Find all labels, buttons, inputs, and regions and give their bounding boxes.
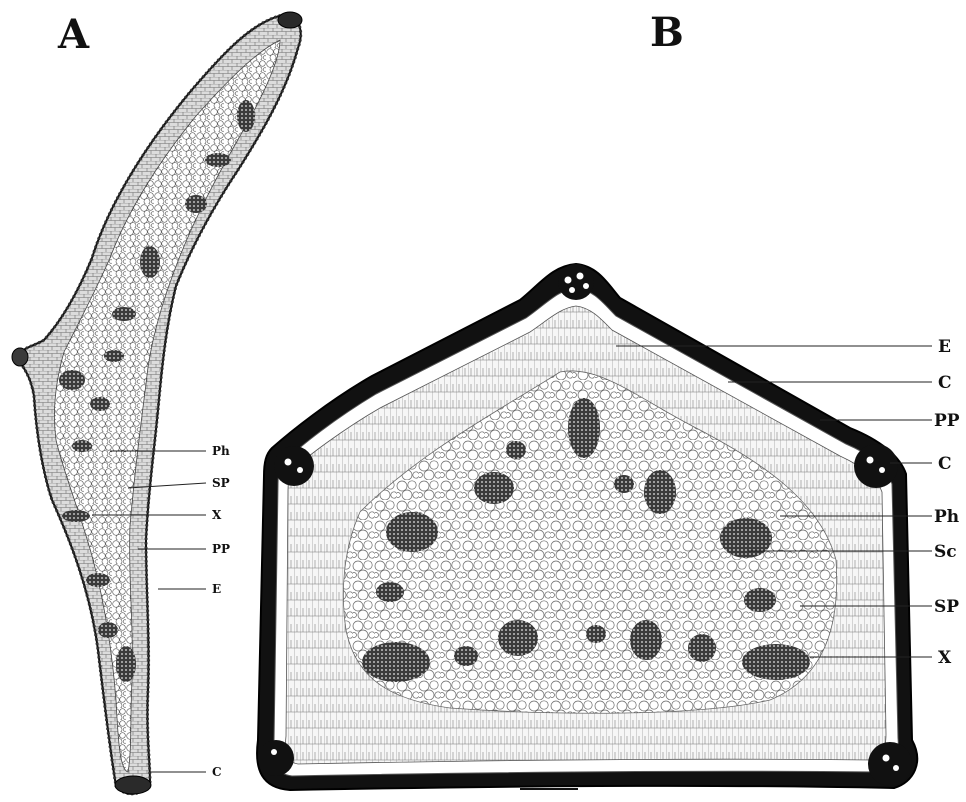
vascular-bundle [506, 441, 526, 459]
vascular-bundle [586, 625, 606, 643]
panel-a-label-sp: SP [212, 476, 230, 490]
vascular-bundle [474, 472, 514, 504]
vascular-bundle [62, 510, 90, 522]
panel-a-label-pp: PP [212, 542, 230, 556]
vascular-bundle [116, 646, 136, 682]
vascular-bundle [742, 644, 810, 680]
vascular-bundle [112, 307, 136, 321]
panel-a-label-x: X [212, 508, 222, 522]
vascular-bundle [185, 195, 207, 213]
vascular-bundle [59, 370, 85, 390]
vascular-bundle [362, 642, 430, 682]
panel-b-label-x: X [938, 648, 952, 668]
panel-a-collenchyma-side [12, 348, 28, 366]
vascular-bundle [86, 573, 110, 587]
vascular-bundle [614, 475, 634, 493]
panel-a-label-c: C [212, 765, 222, 779]
vascular-bundle [644, 470, 676, 514]
panel-a-labels: Ph SP X PP E C [212, 444, 230, 779]
panel-b-label-sc: Sc [934, 542, 957, 562]
vascular-bundle [498, 620, 538, 656]
vascular-bundle [454, 646, 478, 666]
panel-b-label-ph: Ph [934, 507, 959, 527]
vascular-bundle [72, 440, 92, 452]
panel-a-label-e: E [212, 582, 221, 596]
panel-b-section-drawing [257, 264, 917, 790]
panel-b: B [257, 9, 960, 790]
vascular-bundle [98, 622, 118, 638]
vascular-bundle [205, 153, 231, 167]
vascular-bundle [568, 398, 600, 458]
vascular-bundle [630, 620, 662, 660]
panel-letter-b: B [650, 9, 684, 56]
panel-b-label-c: C [938, 373, 952, 393]
vascular-bundle [386, 512, 438, 552]
vascular-bundle [720, 518, 772, 558]
vascular-bundle [688, 634, 716, 662]
panel-b-label-e: E [938, 337, 951, 357]
vascular-bundle [744, 588, 776, 612]
vascular-bundle [237, 100, 255, 132]
panel-b-label-pp: PP [934, 411, 960, 431]
panel-a-collenchyma-bottom [115, 776, 151, 794]
panel-b-label-sp: SP [934, 597, 959, 617]
vascular-bundle [140, 246, 160, 278]
panel-a-label-ph: Ph [212, 444, 230, 458]
vascular-bundle [104, 350, 124, 362]
panel-b-labels: E C PP C Ph Sc SP X [934, 337, 960, 668]
panel-a-collenchyma-top [278, 12, 302, 28]
vascular-bundle [376, 582, 404, 602]
vascular-bundle [90, 397, 110, 411]
panel-b-label-c-corner: C [938, 454, 952, 474]
panel-letter-a: A [57, 11, 90, 58]
